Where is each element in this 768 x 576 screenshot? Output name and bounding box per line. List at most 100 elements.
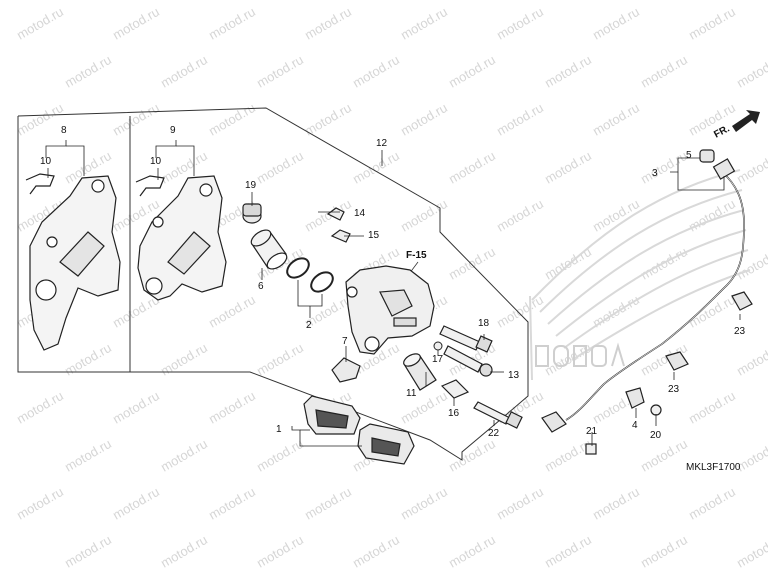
watermark-text: motod.ru xyxy=(638,436,690,475)
watermark-text: motod.ru xyxy=(110,388,162,427)
pad-pin-clips xyxy=(326,207,351,243)
callout-16: 16 xyxy=(448,408,460,419)
caliper-bracket-right xyxy=(137,175,227,301)
watermark-text: motod.ru xyxy=(734,52,768,91)
callout-23-upper: 23 xyxy=(734,326,746,337)
watermark-text: motod.ru xyxy=(494,4,546,43)
watermark-text: motod.ru xyxy=(446,148,498,187)
callout-7: 7 xyxy=(342,336,348,347)
watermark-text: motod.ru xyxy=(110,484,162,523)
watermark-text: motod.ru xyxy=(62,52,114,91)
watermark-text: motod.ru xyxy=(254,148,306,187)
watermark-text: motod.ru xyxy=(686,292,738,331)
watermark-text: motod.ru xyxy=(734,340,768,379)
watermark-text: motod.ru xyxy=(398,100,450,139)
watermark-text: motod.ru xyxy=(350,532,402,571)
watermark-text: motod.ru xyxy=(14,388,66,427)
watermark-text: motod.ru xyxy=(686,484,738,523)
watermark-text: motod.ru xyxy=(206,292,258,331)
brake-pad-inner xyxy=(303,395,361,435)
watermark-text: motod.ru xyxy=(350,52,402,91)
callout-21: 21 xyxy=(586,426,598,437)
slide-boot xyxy=(403,353,437,391)
watermark-text: motod.ru xyxy=(158,436,210,475)
caliper-piston xyxy=(250,229,288,270)
callout-12: 12 xyxy=(376,138,388,149)
watermark-text: motod.ru xyxy=(398,4,450,43)
callout-15: 15 xyxy=(368,230,380,241)
bolt-21 xyxy=(585,443,597,455)
watermark-text: motod.ru xyxy=(158,532,210,571)
watermark-text: motod.ru xyxy=(398,484,450,523)
watermark-text: motod.ru xyxy=(206,4,258,43)
callout-11: 11 xyxy=(406,388,417,399)
watermark-text: motod.ru xyxy=(494,292,546,331)
watermark-text: motod.ru xyxy=(446,52,498,91)
watermark-text: motod.ru xyxy=(254,436,306,475)
watermark-text: motod.ru xyxy=(494,484,546,523)
watermark-text: motod.ru xyxy=(686,4,738,43)
callout-17: 17 xyxy=(432,354,444,365)
watermark-text: motod.ru xyxy=(206,484,258,523)
cable-clip-23-upper xyxy=(731,291,753,311)
watermark-text: motod.ru xyxy=(110,100,162,139)
watermark-text: motod.ru xyxy=(350,148,402,187)
piston-seals xyxy=(286,257,334,293)
watermark-text: motod.ru xyxy=(302,4,354,43)
watermark-text: motod.ru xyxy=(590,4,642,43)
diagram-code: MKL3F1700 xyxy=(686,462,741,473)
watermark-text: motod.ru xyxy=(494,100,546,139)
honda-wordmark xyxy=(535,342,625,367)
watermark-text: motod.ru xyxy=(446,244,498,283)
watermark-text: motod.ru xyxy=(542,148,594,187)
callout-19: 19 xyxy=(245,180,257,191)
watermark-text: motod.ru xyxy=(446,532,498,571)
abs-sensor-head xyxy=(541,411,567,433)
watermark-text: motod.ru xyxy=(206,100,258,139)
caliper-body xyxy=(345,265,435,355)
watermark-text: motod.ru xyxy=(638,532,690,571)
pad-spring-clip-left xyxy=(25,173,55,195)
watermark-text: motod.ru xyxy=(494,196,546,235)
honda-wing-logo xyxy=(529,169,751,381)
bolt-20 xyxy=(650,404,662,416)
callout-14: 14 xyxy=(354,208,366,219)
pad-spring-clip-right xyxy=(135,175,165,197)
watermark-text: motod.ru xyxy=(302,484,354,523)
callout-22: 22 xyxy=(488,428,500,439)
cable-clamp-4 xyxy=(625,387,645,409)
watermark-text: motod.ru xyxy=(590,484,642,523)
watermark-text: motod.ru xyxy=(542,52,594,91)
watermark-text: motod.ru xyxy=(62,532,114,571)
watermark-text: motod.ru xyxy=(254,52,306,91)
caliper-bracket-left xyxy=(29,175,121,351)
reference-label-f15: F-15 xyxy=(406,250,427,261)
callout-6: 6 xyxy=(258,281,264,292)
callout-2: 2 xyxy=(306,320,312,331)
callout-numbers: 8 10 9 10 12 19 14 15 6 2 7 18 17 13 11 … xyxy=(40,125,746,441)
callout-18: 18 xyxy=(478,318,490,329)
watermark-text: motod.ru xyxy=(542,532,594,571)
watermark-text: motod.ru xyxy=(590,100,642,139)
watermark-text: motod.ru xyxy=(254,532,306,571)
watermark-text: motod.ru xyxy=(302,196,354,235)
callout-10-left: 10 xyxy=(40,156,52,167)
slide-sleeve xyxy=(440,379,470,399)
watermark-text: motod.ru xyxy=(62,436,114,475)
abs-connector xyxy=(712,158,736,180)
watermark-text: motod.ru xyxy=(206,388,258,427)
callout-13: 13 xyxy=(508,370,520,381)
bolt-boot xyxy=(242,203,262,224)
watermark-text: motod.ru xyxy=(14,100,66,139)
abs-sensor-cable xyxy=(565,171,745,421)
bleed-cap xyxy=(433,341,443,351)
callout-8: 8 xyxy=(61,125,67,136)
watermark-text: motod.ru xyxy=(542,436,594,475)
watermark-text: motod.ru xyxy=(398,196,450,235)
cable-clip-23-lower xyxy=(665,351,689,371)
mounting-bolt-22 xyxy=(473,401,523,429)
watermark-text: motod.ru xyxy=(638,148,690,187)
watermark-text: motod.ru xyxy=(254,340,306,379)
